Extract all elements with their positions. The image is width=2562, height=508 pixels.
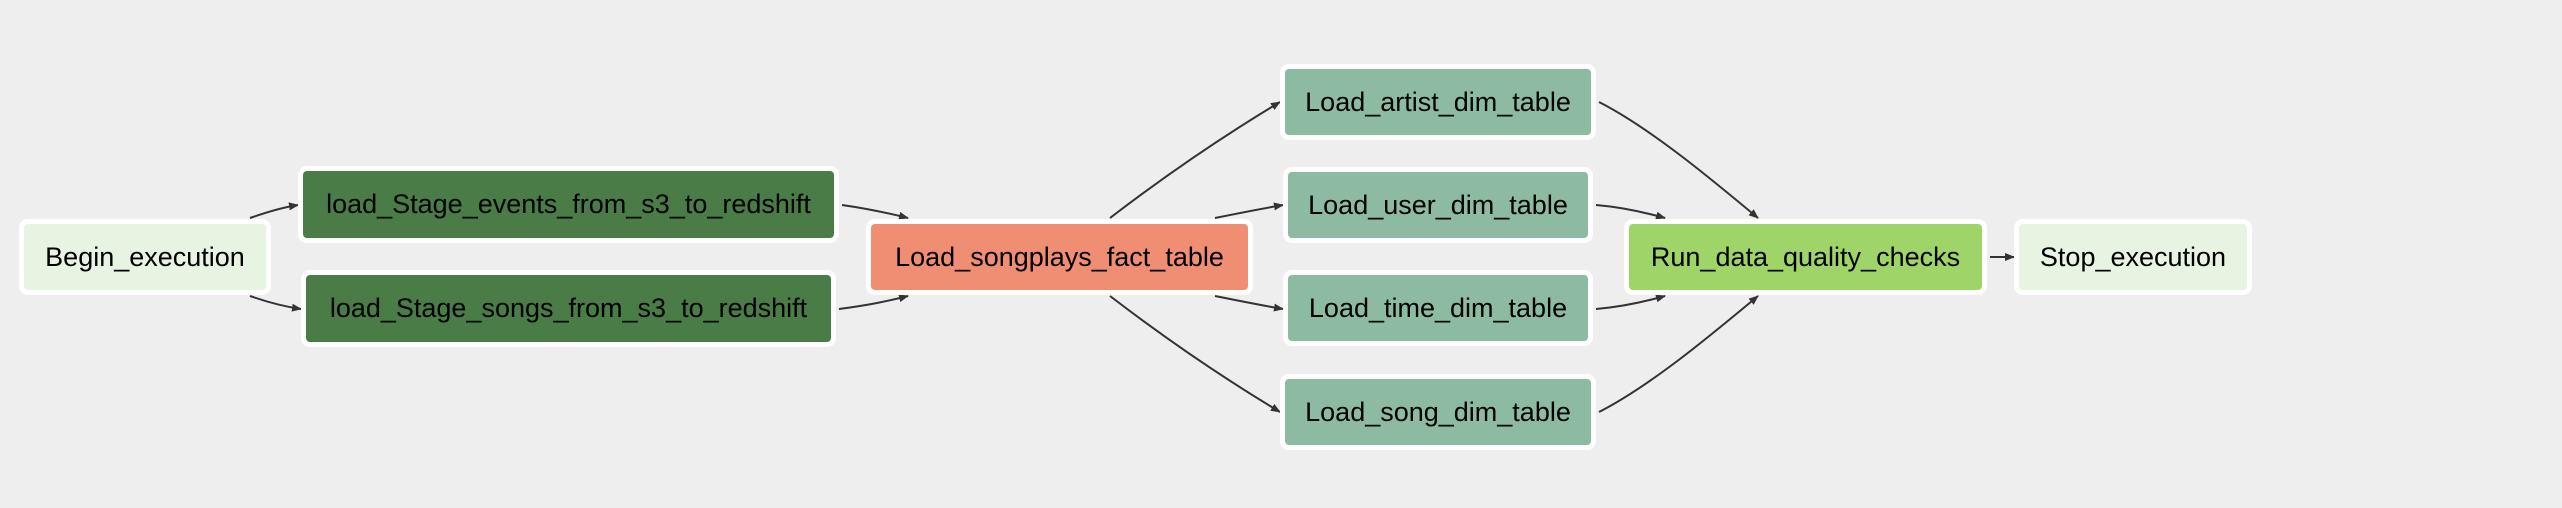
- task-node-load-song-dim-table[interactable]: Load_song_dim_table: [1280, 374, 1596, 450]
- edge-fact-to-artist: [1109, 101, 1281, 219]
- task-node-load-artist-dim-table[interactable]: Load_artist_dim_table: [1280, 64, 1596, 140]
- task-node-load-songplays-fact-table[interactable]: Load_songplays_fact_table: [866, 219, 1253, 295]
- edge-begin-to-events: [249, 202, 299, 219]
- edge-user-to-quality: [1595, 204, 1666, 220]
- task-node-begin-execution[interactable]: Begin_execution: [19, 219, 271, 295]
- edge-songs-to-fact: [838, 294, 909, 310]
- edge-time-to-quality: [1595, 294, 1666, 310]
- edge-events-to-fact: [841, 204, 909, 220]
- edge-begin-to-songs: [249, 295, 302, 312]
- task-node-load-stage-events[interactable]: load_Stage_events_from_s3_to_redshift: [298, 166, 839, 243]
- task-node-load-user-dim-table[interactable]: Load_user_dim_table: [1283, 167, 1593, 243]
- task-node-load-time-dim-table[interactable]: Load_time_dim_table: [1283, 270, 1593, 346]
- edge-fact-to-user: [1214, 202, 1284, 219]
- task-node-load-stage-songs[interactable]: load_Stage_songs_from_s3_to_redshift: [301, 270, 836, 347]
- edge-song-to-quality: [1598, 295, 1759, 413]
- edge-fact-to-time: [1214, 295, 1284, 312]
- edge-artist-to-quality: [1598, 101, 1759, 219]
- edge-fact-to-song: [1109, 295, 1281, 413]
- task-node-run-data-quality-checks[interactable]: Run_data_quality_checks: [1624, 219, 1987, 295]
- task-node-stop-execution[interactable]: Stop_execution: [2014, 219, 2252, 295]
